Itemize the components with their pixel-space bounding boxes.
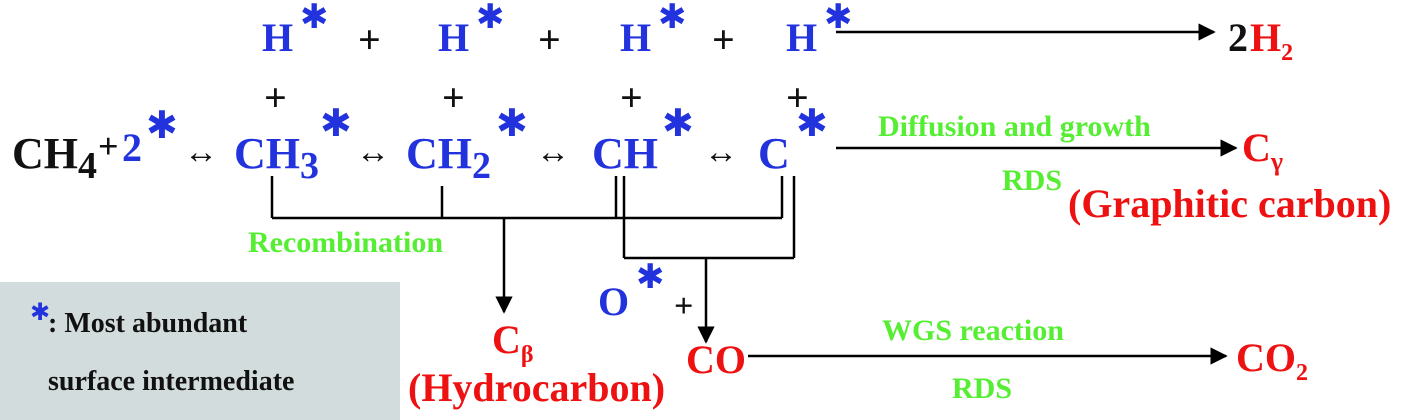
graphitic-carbon-label: (Graphitic carbon) — [1068, 181, 1392, 226]
h-atom-4: H — [786, 15, 818, 60]
plus-sign: + — [538, 17, 561, 62]
plus-sign: + — [786, 75, 809, 120]
rds-label-top: RDS — [1002, 164, 1063, 197]
plus-sign: + — [674, 288, 694, 325]
star-icon: ✱ — [30, 298, 51, 326]
star-icon: ✱ — [636, 257, 665, 297]
h-atom-2: H — [438, 15, 470, 60]
star-icon: ✱ — [796, 101, 828, 145]
ch4-reactant: CH4 — [12, 129, 97, 187]
c-adsorbed: C — [758, 129, 790, 178]
c-gamma-product: Cγ — [1242, 125, 1284, 176]
plus-sign: + — [358, 17, 381, 62]
ch3-adsorbed: CH3 — [234, 129, 319, 187]
diffusion-label: Diffusion and growth — [878, 110, 1151, 143]
star-icon: ✱ — [496, 101, 528, 145]
equilibrium-arrow: ↔ — [184, 134, 218, 171]
h2-coefficient: 2 — [1228, 15, 1248, 60]
star-icon: ✱ — [320, 101, 352, 145]
co-intermediate: CO — [686, 337, 746, 382]
site-coefficient: 2 — [122, 125, 142, 170]
equilibrium-arrow: ↔ — [536, 134, 570, 171]
recombination-label: Recombination — [248, 226, 443, 259]
star-icon: ✱ — [146, 103, 178, 147]
hydrocarbon-label: (Hydrocarbon) — [408, 365, 666, 410]
o-adsorbed: O — [598, 279, 630, 324]
star-icon: ✱ — [300, 0, 329, 37]
star-icon: ✱ — [658, 0, 687, 37]
plus-sign: + — [264, 75, 287, 120]
star-icon: ✱ — [824, 0, 853, 37]
plus-sign: + — [442, 75, 465, 120]
h2-product: H2 — [1250, 15, 1294, 66]
plus-sign: + — [620, 75, 643, 120]
h-atom-3: H — [620, 15, 652, 60]
c-beta-product: Cβ — [492, 317, 534, 368]
star-icon: ✱ — [476, 0, 505, 37]
equilibrium-arrow: ↔ — [356, 134, 390, 171]
rds-label-bottom: RDS — [952, 372, 1013, 405]
star-icon: ✱ — [662, 101, 694, 145]
wgs-label: WGS reaction — [882, 314, 1064, 347]
legend-line-1: : Most abundant — [48, 308, 248, 339]
legend-box: ✱ : Most abundant surface intermediate — [0, 282, 400, 420]
h-atom-1: H — [262, 15, 294, 60]
plus-sign: + — [712, 17, 735, 62]
co2-product: CO2 — [1236, 335, 1308, 386]
ch2-adsorbed: CH2 — [406, 129, 491, 187]
legend-line-2: surface intermediate — [48, 366, 295, 397]
equilibrium-arrow: ↔ — [704, 134, 738, 171]
plus-sign: + — [98, 126, 119, 166]
ch-adsorbed: CH — [592, 129, 658, 178]
